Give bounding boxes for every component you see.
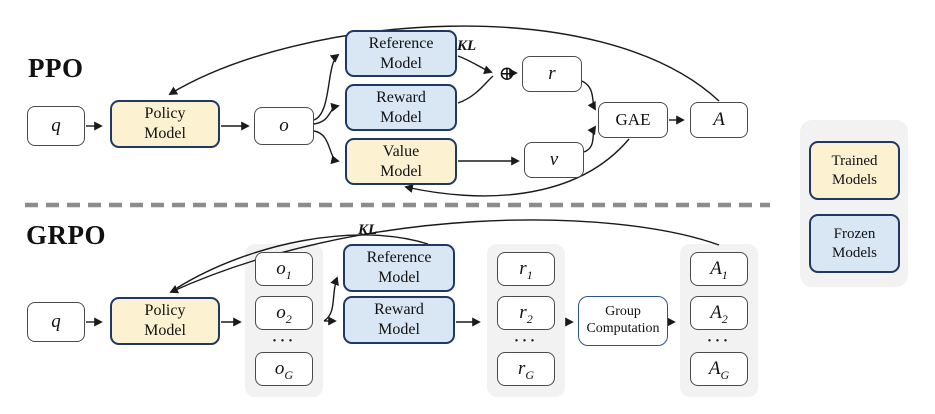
ppo-policy-model-node: Policy Model [110, 100, 220, 148]
arrow-ppo-r-to-gae [581, 80, 596, 111]
ppo-reference-model-node: Reference Model [345, 30, 457, 77]
arrow-ppo-o-to-reward [313, 102, 340, 125]
grpo-output-2-node: o2 [255, 296, 313, 330]
grpo-rewards-ellipsis: ··· [513, 333, 538, 349]
ppo-reward-model-node: Reward Model [345, 84, 457, 131]
grpo-group-computation-node: Group Computation [578, 296, 668, 346]
grpo-reference-model-node: Reference Model [343, 244, 455, 292]
ppo-policy-model-label-line1: Policy [144, 105, 186, 122]
grpo-reward-2-node: r2 [497, 296, 555, 330]
ppo-output-node: o [254, 107, 314, 145]
ppo-advantage-node: A [690, 102, 748, 138]
ppo-policy-model-label-line2: Model [144, 125, 186, 142]
grpo-reward-model-node: Reward Model [343, 296, 455, 344]
ppo-query-node: q [27, 106, 85, 146]
grpo-section-title: GRPO [26, 220, 106, 250]
grpo-outputs-ellipsis: ··· [271, 333, 296, 349]
ppo-kl-label: KL [457, 38, 477, 54]
grpo-advantages-ellipsis: ··· [706, 333, 731, 349]
ppo-gae-node: GAE [598, 102, 668, 138]
ppo-value-model-node: Value Model [345, 138, 457, 185]
arrow-grpo-outputs-to-reference [323, 276, 339, 322]
grpo-advantage-g-node: AG [690, 352, 748, 386]
arrow-grpo-advantages-to-policy [169, 219, 720, 294]
ppo-plus-circle-icon: ⊕ [498, 62, 516, 85]
arrow-ppo-o-to-reference [313, 53, 340, 121]
grpo-advantage-1-node: A1 [690, 252, 748, 286]
grpo-advantage-2-node: A2 [690, 296, 748, 330]
arrow-ppo-v-to-gae [583, 125, 597, 153]
grpo-reward-g-node: rG [497, 352, 555, 386]
legend-frozen-models: Frozen Models [809, 214, 900, 273]
arrow-ppo-a-to-policy [168, 25, 720, 102]
arrow-ppo-o-to-value [313, 130, 340, 165]
grpo-output-1-node: o1 [255, 252, 313, 286]
arrow-ppo-gae-to-value [404, 138, 630, 197]
grpo-policy-model-node: Policy Model [110, 297, 220, 345]
arrow-ppo-reward-to-oplus [457, 75, 494, 104]
grpo-kl-label: KL [358, 222, 378, 238]
arrow-grpo-reference-kl-to-policy [176, 234, 429, 289]
grpo-reward-1-node: r1 [497, 252, 555, 286]
ppo-value-estimate-node: v [524, 142, 584, 178]
grpo-query-node: q [27, 302, 85, 342]
grpo-output-g-node: oG [255, 352, 313, 386]
ppo-reward-value-node: r [522, 56, 582, 92]
arrow-ppo-reference-to-oplus [457, 55, 493, 75]
ppo-section-title: PPO [28, 53, 84, 83]
legend-trained-models: Trained Models [809, 141, 900, 200]
